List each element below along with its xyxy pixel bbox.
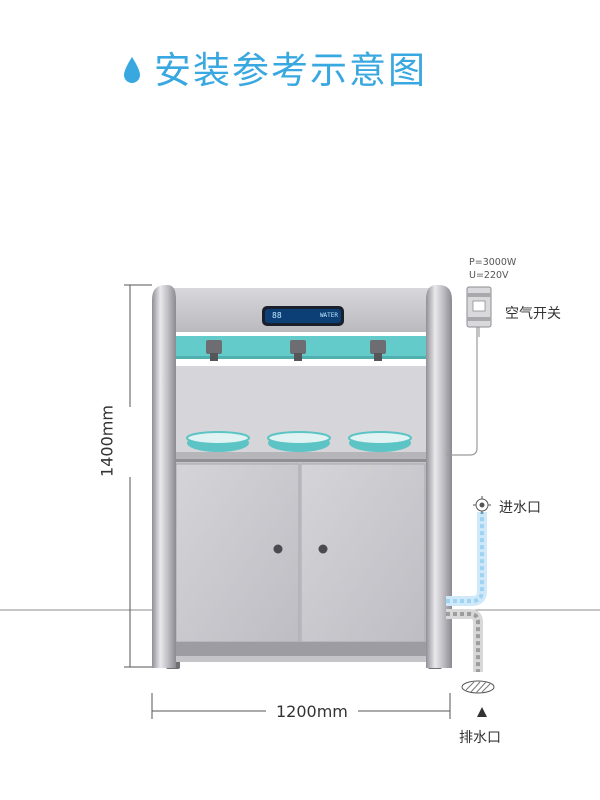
width-dimension-label: 1200mm	[272, 702, 352, 721]
door-lock-left	[273, 544, 283, 554]
voltage-rating: U=220V	[469, 270, 509, 281]
power-cable	[447, 326, 478, 456]
side-pillar-left	[152, 285, 176, 668]
water-dispenser	[152, 285, 452, 669]
water-drop-icon	[124, 57, 140, 83]
page-title: 安装参考示意图	[154, 49, 427, 92]
drip-tray-right	[348, 431, 412, 452]
base-plinth	[170, 642, 432, 656]
height-dimension-label: 1400mm	[97, 405, 117, 477]
header: 安装参考示意图	[0, 0, 600, 110]
power-spec: P=3000W U=220V	[469, 256, 516, 282]
door-lock-right	[318, 544, 328, 554]
drip-tray-center	[267, 431, 331, 452]
faucet-left	[206, 340, 222, 361]
counter-ledge	[156, 452, 446, 460]
display-brand: WATER	[319, 312, 338, 319]
drain-label: 排水口	[459, 730, 501, 746]
water-inlet-label: 进水口	[499, 500, 541, 516]
drip-tray-left	[186, 431, 250, 452]
display-screen	[265, 309, 341, 323]
cabinet-door-left	[175, 463, 300, 643]
drain-arrow-icon	[477, 707, 487, 717]
height-dimension	[124, 284, 152, 668]
air-switch-label: 空气开关	[505, 306, 561, 322]
water-inlet-pipe	[446, 496, 491, 606]
drain-pipe	[446, 609, 495, 694]
air-switch	[466, 286, 492, 337]
cabinet-door-right	[300, 463, 426, 643]
side-pillar-right	[426, 285, 452, 668]
faucet-right	[370, 340, 386, 361]
power-rating: P=3000W	[469, 257, 517, 268]
display-temperature: 88	[272, 311, 282, 320]
faucet-center	[290, 340, 306, 361]
display-readout: 88 WATER	[268, 309, 342, 323]
width-dimension	[151, 693, 451, 719]
